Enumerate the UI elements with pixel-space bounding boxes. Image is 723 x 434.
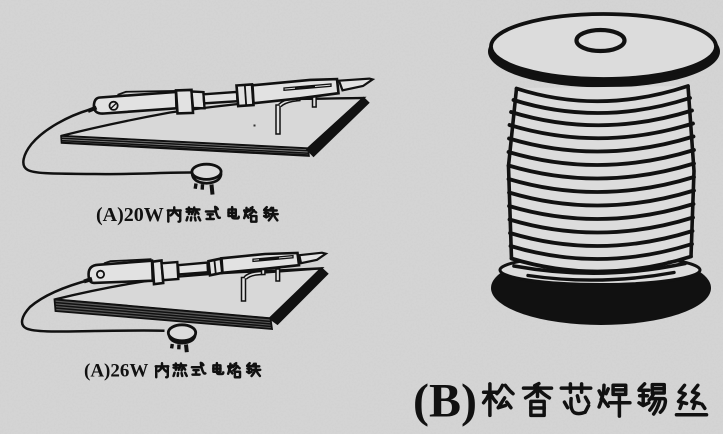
svg-text:(B): (B) <box>413 375 477 428</box>
svg-text:(A)20W: (A)20W <box>96 204 164 226</box>
svg-text:(A)26W: (A)26W <box>84 361 148 382</box>
